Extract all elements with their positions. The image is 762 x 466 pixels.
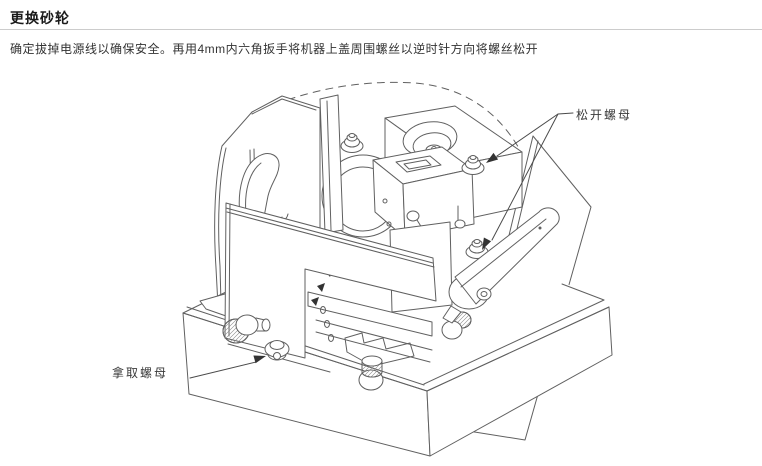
left-knurled-knob: [222, 314, 271, 344]
callout-leaders: [189, 112, 574, 379]
center-knurled-knob: [358, 355, 384, 391]
callout-loosen-nut: 松开螺母: [576, 108, 633, 122]
cover-nut-left: [340, 133, 364, 153]
back-plate: [319, 94, 344, 234]
callout-take-nut: 拿取螺母: [112, 366, 169, 380]
removed-cover-dashed-arc: [251, 81, 521, 151]
page-title: 更换砂轮: [10, 10, 70, 26]
take-nut: [264, 340, 290, 361]
arrow-loosen-lower: [482, 237, 492, 250]
clamp-block: [372, 146, 475, 239]
arrow-take-nut: [253, 355, 266, 364]
instruction-text: 确定拔掉电源线以确保安全。再用4mm内六角扳手将机器上盖周围螺丝以逆时针方向将螺…: [10, 42, 539, 56]
arrow-loosen-upper: [486, 152, 499, 163]
clamp-lever: [442, 207, 560, 324]
divider: [0, 29, 762, 30]
